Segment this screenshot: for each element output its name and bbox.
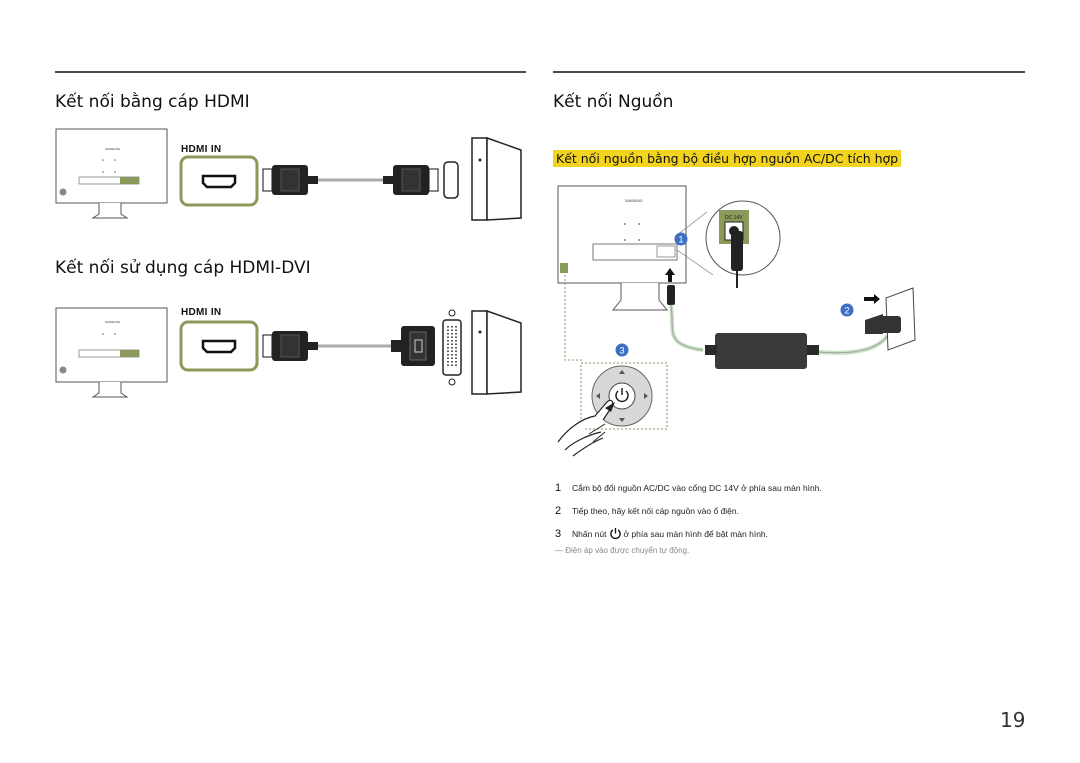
power-connection-figure: SAMSUNG DC 14V 1 <box>557 185 916 457</box>
dvi-port-icon <box>442 309 462 386</box>
monitor-rear-icon: SAMSUNG <box>55 128 168 219</box>
subheading-ac-dc: Kết nối nguồn bằng bộ điều hợp nguồn AC/… <box>553 150 902 167</box>
hand-icon <box>557 399 615 457</box>
step-marker-3: 3 <box>615 343 629 357</box>
hdmi-dvi-cable-icon <box>262 326 435 366</box>
step-marker-2: 2 <box>840 303 854 317</box>
step-text: Nhấn nút ở phía sau màn hình để bật màn … <box>572 527 768 540</box>
heading-power: Kết nối Nguồn <box>553 92 674 112</box>
hdmi-in-label: HDMI IN <box>181 307 222 318</box>
step-2: 2 Tiếp theo, hãy kết nối cáp nguồn vào ổ… <box>555 499 995 522</box>
hdmi-connection-figure: SAMSUNG <box>55 128 522 221</box>
step-number: 2 <box>555 504 562 517</box>
step-text: Cắm bộ đổi nguồn AC/DC vào cổng DC 14V ở… <box>572 482 822 493</box>
step-text: Tiếp theo, hãy kết nối cáp nguồn vào ổ đ… <box>572 505 739 516</box>
hdmi-dvi-connection-figure: SAMSUNG <box>55 307 522 398</box>
svg-text:3: 3 <box>619 346 624 356</box>
step-marker-1: 1 <box>674 232 688 246</box>
heading-hdmi: Kết nối bằng cáp HDMI <box>55 92 250 112</box>
heading-hdmi-dvi: Kết nối sử dụng cáp HDMI-DVI <box>55 258 311 278</box>
page-number: 19 <box>1000 708 1026 732</box>
power-icon <box>609 527 621 540</box>
dc-port-label: DC 14V <box>725 215 743 221</box>
step-number: 3 <box>555 527 562 540</box>
power-icon <box>615 388 629 403</box>
pc-tower-icon <box>471 136 522 221</box>
step-text-after: ở phía sau màn hình để bật màn hình. <box>623 528 769 539</box>
pc-tower-icon <box>471 309 522 395</box>
dc-port-zoom: DC 14V <box>676 200 781 288</box>
step-3: 3 Nhấn nút ở phía sau màn hình để bật mà… <box>555 522 995 545</box>
svg-text:1: 1 <box>678 235 683 245</box>
monitor-rear-icon: SAMSUNG <box>557 185 687 311</box>
right-top-rule <box>553 71 1025 73</box>
voltage-note: ― Điện áp vào được chuyển tự động. <box>555 546 690 555</box>
hdmi-cable-icon <box>262 165 439 195</box>
hdmi-in-label: HDMI IN <box>181 144 222 155</box>
dc-plug-icon <box>667 285 675 305</box>
svg-text:2: 2 <box>844 306 849 316</box>
monitor-brand: SAMSUNG <box>105 320 121 324</box>
hdmi-port-icon <box>179 320 259 372</box>
step-1: 1 Cắm bộ đổi nguồn AC/DC vào cổng DC 14V… <box>555 476 995 499</box>
monitor-brand: SAMSUNG <box>105 147 121 151</box>
monitor-brand: SAMSUNG <box>625 199 643 203</box>
hdmi-port-icon <box>179 155 259 207</box>
left-top-rule <box>55 71 526 73</box>
ac-dc-adapter-icon <box>705 333 819 369</box>
steps-list: 1 Cắm bộ đổi nguồn AC/DC vào cổng DC 14V… <box>555 476 995 545</box>
step-text-before: Nhấn nút <box>572 528 607 539</box>
step-number: 1 <box>555 481 562 494</box>
monitor-rear-icon: SAMSUNG <box>55 307 168 398</box>
wall-outlet-icon <box>865 287 916 351</box>
